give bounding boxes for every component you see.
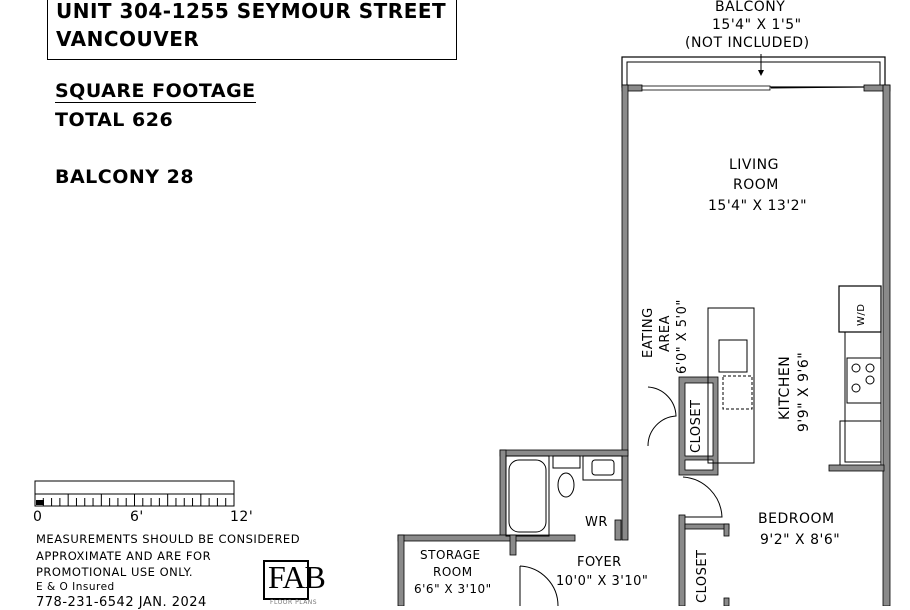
bedroom-door xyxy=(682,476,723,518)
storage-dims: 6'6" X 3'10" xyxy=(414,582,492,596)
storage-wall-left xyxy=(397,534,405,606)
burner xyxy=(865,363,875,373)
kitchen-name: KITCHEN xyxy=(777,355,793,420)
fridge xyxy=(839,420,882,467)
closet-hatch xyxy=(684,459,714,471)
bathtub xyxy=(505,455,550,537)
kitchen-wall xyxy=(828,464,885,472)
kitchen-island xyxy=(707,307,755,464)
burner xyxy=(851,363,861,373)
window xyxy=(641,85,771,91)
disclaimer-line3: PROMOTIONAL USE ONLY. xyxy=(36,565,193,579)
foyer-name: FOYER xyxy=(577,555,622,570)
square-footage-heading: SQUARE FOOTAGE xyxy=(55,80,256,103)
bathtub-inner xyxy=(508,459,547,533)
balcony-note: (NOT INCLUDED) xyxy=(685,35,810,51)
kitchen-sink xyxy=(718,339,748,373)
scale-origin xyxy=(36,500,44,505)
eating-area-name2: AREA xyxy=(658,314,673,352)
balcony-label: BALCONY xyxy=(715,0,786,15)
bedroom-name: BEDROOM xyxy=(758,511,835,527)
stove xyxy=(846,357,882,404)
foyer-dims: 10'0" X 3'10" xyxy=(556,574,649,589)
closet-doors xyxy=(647,386,677,447)
square-footage-balcony: BALCONY 28 xyxy=(55,166,195,188)
square-footage-total: TOTAL 626 xyxy=(55,109,174,131)
arrow-head xyxy=(758,70,764,76)
closet-wall-top xyxy=(684,523,730,530)
fab-logo-text: FAB xyxy=(268,559,326,595)
bedroom-wall-left xyxy=(678,514,686,606)
title-box xyxy=(47,0,457,60)
closet-label: CLOSET xyxy=(689,399,704,454)
wr-label: WR xyxy=(585,515,608,530)
bedroom-dims: 9'2" X 8'6" xyxy=(760,532,841,548)
wall-right xyxy=(882,84,891,606)
closet-wall-right xyxy=(723,523,730,537)
title-address: UNIT 304-1255 SEYMOUR STREET xyxy=(56,0,447,23)
scale-label-12: 12' xyxy=(230,509,254,525)
living-room-name: LIVING xyxy=(729,157,779,173)
bedroom-closet-label: CLOSET xyxy=(695,549,710,604)
burner xyxy=(865,375,875,385)
storage-wall-right xyxy=(509,534,517,556)
scale-label-0: 0 xyxy=(33,509,43,525)
fab-logo xyxy=(263,560,309,600)
bathroom-wall-top xyxy=(499,449,629,457)
title-city: VANCOUVER xyxy=(56,27,200,51)
disclaimer-line4: E & O Insured xyxy=(36,581,115,593)
sliding-door xyxy=(770,86,865,89)
eating-area-dims: 6'0" X 5'0" xyxy=(675,299,690,374)
storage-name: STORAGE xyxy=(420,548,481,562)
living-room-name2: ROOM xyxy=(733,177,779,193)
scale-ticks xyxy=(34,494,235,506)
washer-dryer-label: W/D xyxy=(856,303,867,326)
disclaimer-line1: MEASUREMENTS SHOULD BE CONSIDERED xyxy=(36,532,301,546)
balcony-inner xyxy=(626,61,881,88)
bathroom-wall-left xyxy=(499,449,507,541)
eating-area-name: EATING xyxy=(641,307,656,358)
storage-door xyxy=(519,565,559,606)
fab-logo-subtext: FLOOR PLANS xyxy=(270,599,318,606)
kitchen-dims: 9'9" X 9'6" xyxy=(796,351,812,432)
storage-name2: ROOM xyxy=(433,565,473,579)
disclaimer-line2: APPROXIMATE AND ARE FOR xyxy=(36,549,212,563)
balcony-dims: 15'4" X 1'5" xyxy=(712,17,802,33)
foyer-wall xyxy=(614,519,622,541)
burner xyxy=(851,383,861,393)
sink-basin xyxy=(591,459,615,476)
living-room-dims: 15'4" X 13'2" xyxy=(708,198,808,214)
toilet-tank xyxy=(552,455,581,469)
toilet xyxy=(557,472,575,498)
scale-label-6: 6' xyxy=(130,509,144,525)
kitchen-counter xyxy=(844,331,882,463)
dishwasher xyxy=(722,375,753,410)
wall-left xyxy=(621,84,629,541)
closet-wall-right-lower xyxy=(723,597,730,606)
bathroom-sink xyxy=(582,455,623,481)
disclaimer-line5: 778-231-6542 JAN. 2024 xyxy=(36,595,207,610)
